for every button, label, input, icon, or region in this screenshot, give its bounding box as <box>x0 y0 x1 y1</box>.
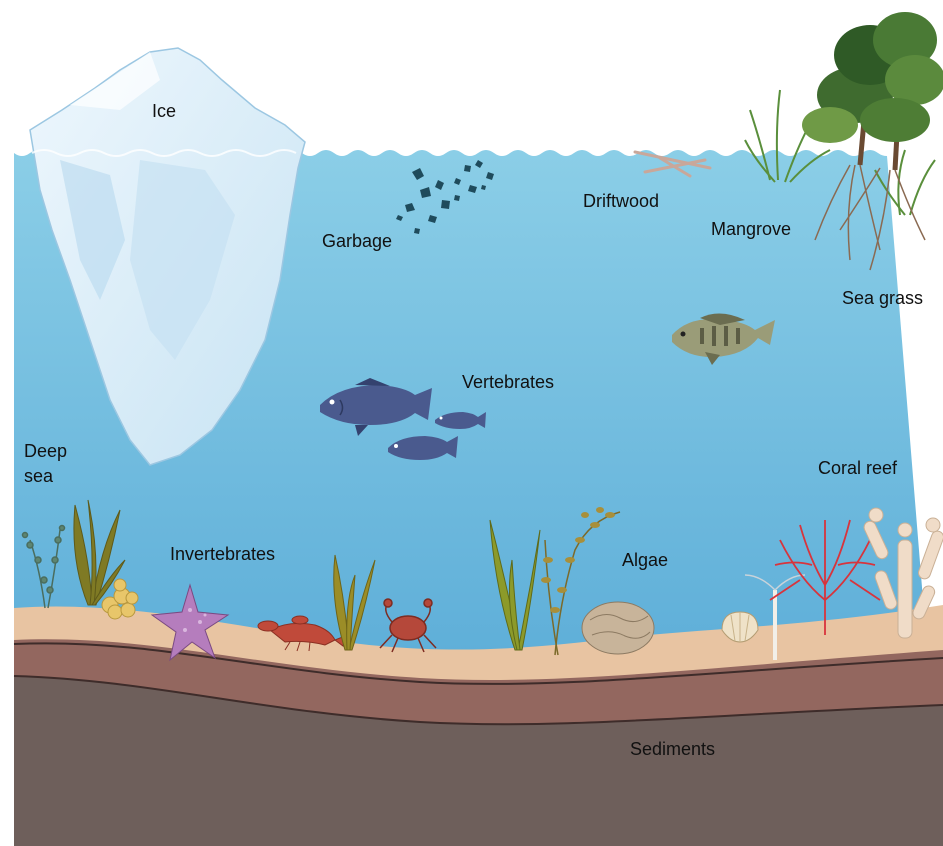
label-vertebrates: Vertebrates <box>462 372 554 393</box>
label-sediments: Sediments <box>630 739 715 760</box>
label-garbage: Garbage <box>322 231 392 252</box>
label-mangrove: Mangrove <box>711 219 791 240</box>
label-ice: Ice <box>152 101 176 122</box>
label-deep-sea-line1: Deep <box>24 441 67 462</box>
brain-coral-icon <box>582 602 654 654</box>
label-driftwood: Driftwood <box>583 191 659 212</box>
label-algae: Algae <box>622 550 668 571</box>
label-invertebrates: Invertebrates <box>170 544 275 565</box>
label-deep-sea-line2: sea <box>24 466 53 487</box>
label-sea-grass: Sea grass <box>842 288 923 309</box>
label-coral-reef: Coral reef <box>818 458 897 479</box>
